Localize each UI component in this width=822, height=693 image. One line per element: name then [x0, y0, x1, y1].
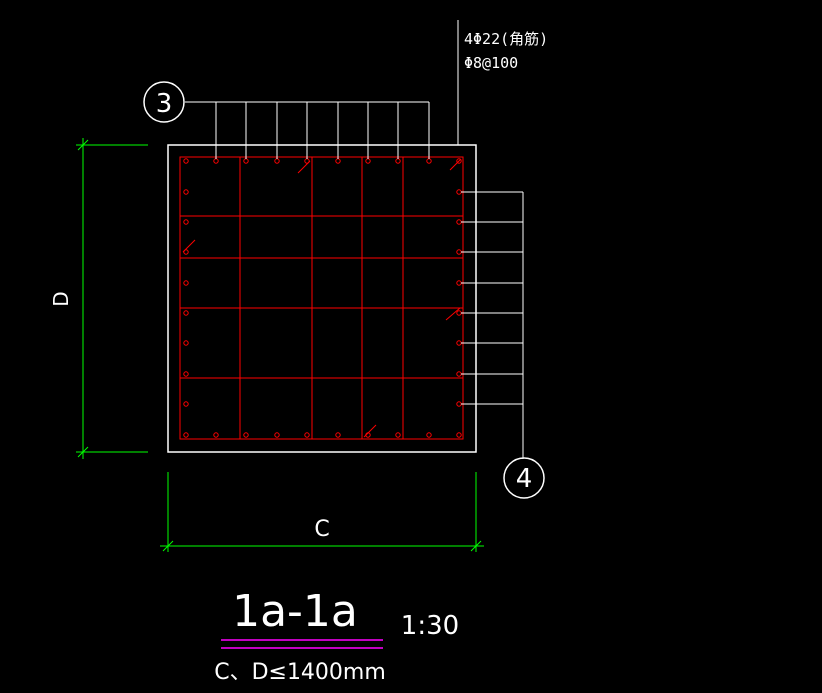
- callout-bubble-3: [143, 81, 185, 123]
- rebar-bar: [456, 401, 462, 407]
- scale-label: 1:30: [401, 611, 459, 641]
- rebar-bar: [183, 249, 189, 255]
- rebar-bars: [183, 158, 462, 438]
- condition-label: C、D≤1400mm: [214, 660, 386, 685]
- rebar-bar: [183, 280, 189, 286]
- rebar-bar: [456, 310, 462, 316]
- hook: [449, 158, 462, 171]
- rebar-bar: [243, 432, 249, 438]
- dimension-d-label: D: [49, 291, 73, 306]
- rebar-bar: [183, 189, 189, 195]
- rebar-bar: [335, 432, 341, 438]
- rebar-bar: [365, 158, 371, 164]
- leader-callout-4: [461, 191, 524, 459]
- rebar-bar: [456, 158, 462, 164]
- dimension-c: [160, 472, 484, 552]
- rebar-stirrup-label: Φ8@100: [464, 54, 518, 72]
- rebar-cage: [179, 156, 464, 440]
- rebar-bar: [335, 158, 341, 164]
- callout-label-4: 4: [516, 464, 533, 494]
- rebar-bar: [183, 371, 189, 377]
- rebar-bar: [213, 432, 219, 438]
- rebar-bar: [456, 249, 462, 255]
- rebar-bar: [183, 310, 189, 316]
- rebar-bar: [243, 158, 249, 164]
- rebar-main-label: 4Φ22(角筋): [464, 30, 548, 48]
- rebar-bar: [456, 219, 462, 225]
- rebar-bar: [456, 189, 462, 195]
- rebar-bar: [183, 158, 189, 164]
- section-title: 1a-1a: [232, 586, 358, 637]
- rebar-bar: [456, 340, 462, 346]
- rebar-bar: [304, 432, 310, 438]
- rebar-bar: [183, 340, 189, 346]
- hook: [445, 307, 461, 321]
- rebar-bar: [213, 158, 219, 164]
- dimension-d: [76, 138, 148, 459]
- rebar-bar: [183, 432, 189, 438]
- rebar-bar: [365, 432, 371, 438]
- rebar-bar: [183, 401, 189, 407]
- rebar-bar: [456, 280, 462, 286]
- rebar-bar: [426, 158, 432, 164]
- rebar-bar: [274, 158, 280, 164]
- rebar-bar: [183, 219, 189, 225]
- rebar-bar: [456, 432, 462, 438]
- rebar-bar: [395, 432, 401, 438]
- rebar-bar: [274, 432, 280, 438]
- rebar-bar: [456, 371, 462, 377]
- dimension-c-label: C: [314, 517, 329, 542]
- column-outline: [167, 144, 477, 453]
- stirrup-outer: [179, 156, 464, 440]
- rebar-bar: [395, 158, 401, 164]
- rebar-bar: [304, 158, 310, 164]
- callout-label-3: 3: [156, 89, 173, 119]
- callout-bubble-4: [503, 457, 545, 499]
- rebar-bar: [426, 432, 432, 438]
- leader-callout-3: [185, 101, 430, 159]
